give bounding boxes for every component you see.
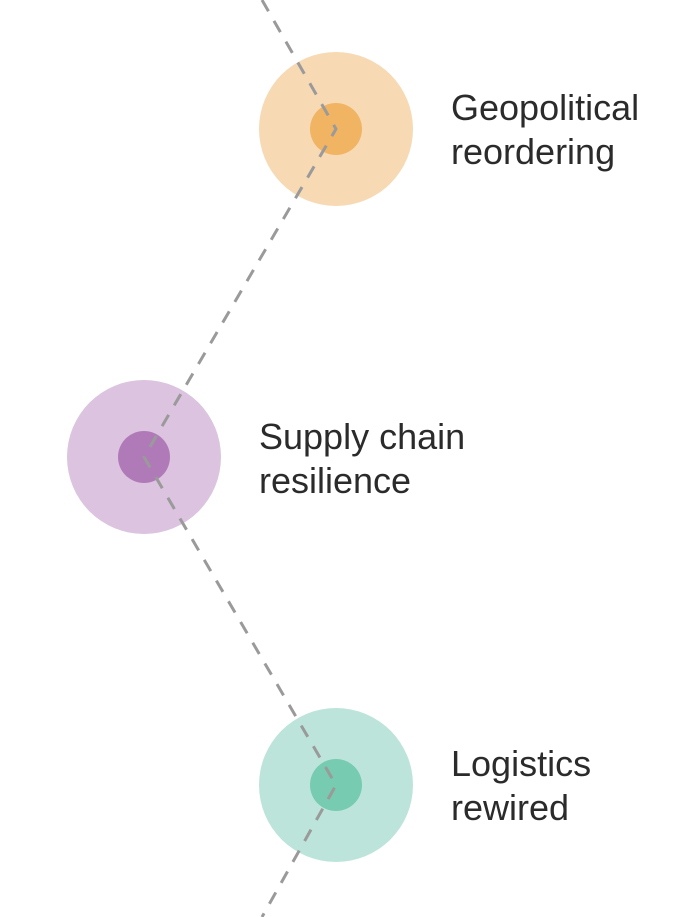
supply-chain-resilience-label-line2: resilience [259,460,412,501]
dashed-connector-line [142,0,338,917]
supply-chain-resilience-label-line1: Supply chain [259,416,466,457]
supply-chain-resilience-label: Supply chain resilience [259,415,465,503]
logistics-rewired-label: Logistics rewired [451,742,591,830]
geopolitical-reordering-label: Geopolitical reordering [451,86,639,174]
logistics-rewired-dot [310,759,362,811]
geopolitical-reordering-label-line1: Geopolitical [451,87,640,128]
geopolitical-reordering-label-line2: reordering [451,131,616,172]
logistics-rewired-label-line2: rewired [451,787,570,828]
logistics-rewired-label-line1: Logistics [451,743,592,784]
